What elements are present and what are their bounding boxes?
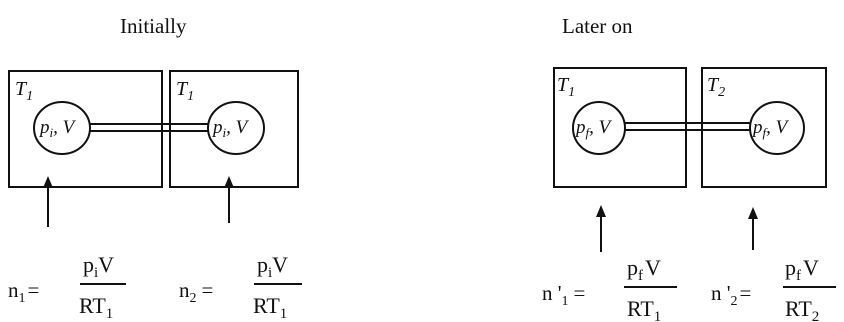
initial-left-bulb-label: pi, V — [38, 117, 77, 140]
initial-right-arrow — [224, 176, 234, 223]
svg-text:n1=: n1= — [8, 278, 39, 306]
svg-text:n '1=: n '1= — [542, 281, 585, 309]
later-right-bulb-label: pf, V — [751, 117, 790, 140]
initial-eq-n1-numerator: piV — [83, 252, 114, 281]
later-right-box-temp-label: T2 — [707, 74, 725, 100]
initial-right-box-temp-label: T1 — [176, 78, 194, 104]
initial-left-bulb — [33, 101, 91, 155]
initial-right-bulb — [207, 101, 265, 155]
later-eq-n2-denominator: RT2 — [785, 296, 819, 322]
initial-left-box — [8, 70, 163, 188]
later-right-bulb — [749, 101, 805, 155]
initial-right-box — [169, 70, 299, 188]
initial-eq-n2: n2= piV RT1 — [179, 252, 302, 322]
initial-eq-n2-numerator: piV — [257, 252, 288, 281]
initial-left-box-temp-label: T1 — [15, 78, 33, 104]
initial-left-arrow — [43, 176, 53, 227]
later-setup: T1 pf, V T2 pf, V — [553, 67, 827, 252]
later-left-bulb — [572, 101, 626, 155]
later-left-box — [553, 67, 687, 188]
initial-eq-n1: n1= piV RT1 — [8, 252, 126, 322]
initial-connecting-tube — [86, 123, 210, 132]
later-eq-n1-denominator: RT1 — [627, 296, 661, 322]
initial-eq-n2-denominator: RT1 — [253, 293, 287, 322]
later-eq-n1-numerator: pfV — [627, 255, 661, 284]
svg-text:n2=: n2= — [179, 278, 213, 306]
svg-text:n '2=: n '2= — [711, 281, 751, 309]
initial-eq-n1-denominator: RT1 — [79, 293, 113, 322]
later-left-box-temp-label: T1 — [557, 74, 575, 100]
initial-heading: Initially — [120, 14, 187, 38]
later-eq-n2-numerator: pfV — [785, 255, 819, 284]
initial-right-bulb-label: pi, V — [211, 117, 250, 140]
later-left-bulb-label: pf, V — [574, 117, 613, 140]
later-eq-n2: n '2= pfV RT2 — [711, 255, 836, 322]
later-eq-n1: n '1= pfV RT1 — [542, 255, 677, 322]
initial-setup: T1 pi, V T1 pi, V — [8, 70, 299, 227]
later-right-box — [701, 67, 827, 188]
later-heading: Later on — [562, 14, 633, 38]
later-right-arrow — [748, 207, 758, 250]
later-left-arrow — [596, 205, 606, 252]
